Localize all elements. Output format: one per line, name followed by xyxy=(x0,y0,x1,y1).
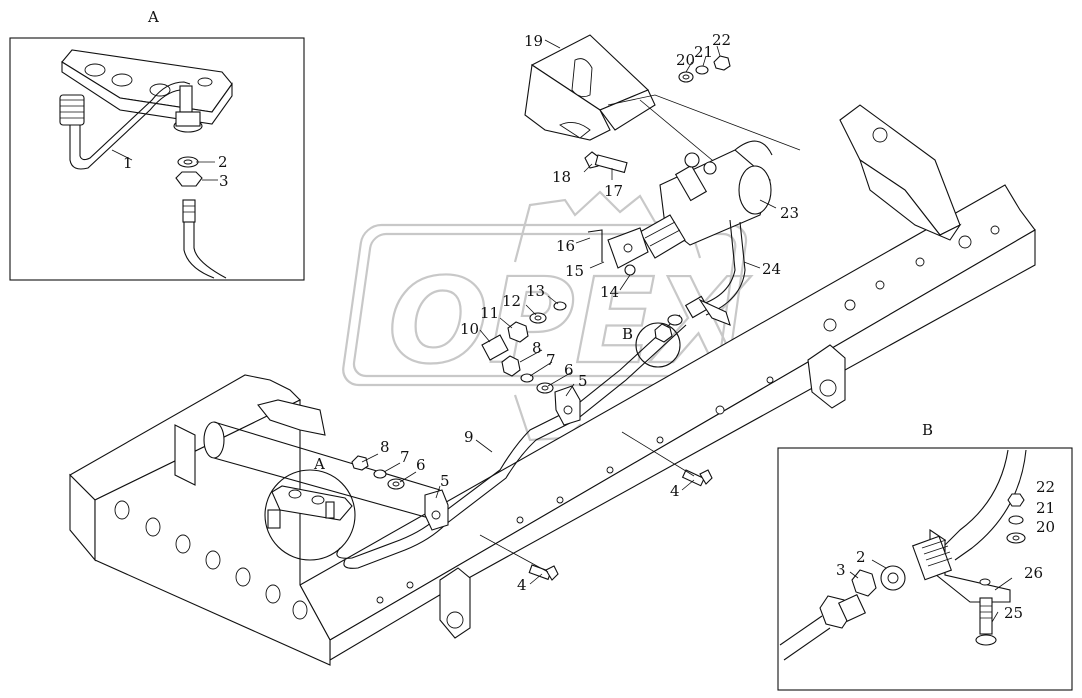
leader-lines xyxy=(361,39,777,585)
label-13: 13 xyxy=(526,282,545,300)
part-labels: 19 22 21 20 18 17 23 24 16 15 14 13 12 1… xyxy=(313,31,799,594)
label-24: 24 xyxy=(762,260,781,278)
detail-b-label-20: 20 xyxy=(1036,518,1055,536)
label-16: 16 xyxy=(556,237,575,255)
label-17: 17 xyxy=(604,182,623,200)
pipe-assembly xyxy=(264,314,687,569)
label-18: 18 xyxy=(552,168,571,186)
detail-b-label-3: 3 xyxy=(836,561,846,579)
label-15: 15 xyxy=(565,262,584,280)
detail-a-title: A xyxy=(147,8,159,26)
detail-a-label-1: 1 xyxy=(123,154,133,172)
detail-b-label-21: 21 xyxy=(1036,499,1055,517)
label-22: 22 xyxy=(712,31,731,49)
cylinder-assembly xyxy=(351,140,773,581)
detail-b-label-26: 26 xyxy=(1024,564,1043,582)
label-23: 23 xyxy=(780,204,799,222)
label-10: 10 xyxy=(460,320,479,338)
label-view-b: B xyxy=(622,325,633,343)
detail-a-label-2: 2 xyxy=(218,153,228,171)
label-12: 12 xyxy=(502,292,521,310)
detail-a-view: A 1 2 3 xyxy=(9,8,305,281)
label-view-a: A xyxy=(313,455,325,473)
label-7-lower: 7 xyxy=(400,448,410,466)
detail-b-view: B 2 3 22 21 20 26 25 xyxy=(777,421,1073,691)
label-6-upper: 6 xyxy=(564,361,574,379)
label-7-upper: 7 xyxy=(546,351,556,369)
label-5-lower: 5 xyxy=(440,472,450,490)
detail-b-label-22: 22 xyxy=(1036,478,1055,496)
label-11: 11 xyxy=(480,304,499,322)
detail-b-label-2: 2 xyxy=(856,548,866,566)
label-9: 9 xyxy=(464,428,474,446)
bracket-assembly xyxy=(524,34,801,201)
label-5-upper: 5 xyxy=(578,372,588,390)
label-19: 19 xyxy=(524,32,543,50)
detail-b-label-25: 25 xyxy=(1004,604,1023,622)
label-4-right: 4 xyxy=(670,482,680,500)
label-21: 21 xyxy=(694,43,713,61)
label-6-lower: 6 xyxy=(416,456,426,474)
detail-a-label-3: 3 xyxy=(219,172,229,190)
label-4-left: 4 xyxy=(517,576,527,594)
detail-b-title: B xyxy=(922,421,933,439)
label-8-lower: 8 xyxy=(380,438,390,456)
label-14: 14 xyxy=(600,283,619,301)
chassis-frame xyxy=(69,104,1036,666)
label-8-upper: 8 xyxy=(532,339,542,357)
label-20: 20 xyxy=(676,51,695,69)
